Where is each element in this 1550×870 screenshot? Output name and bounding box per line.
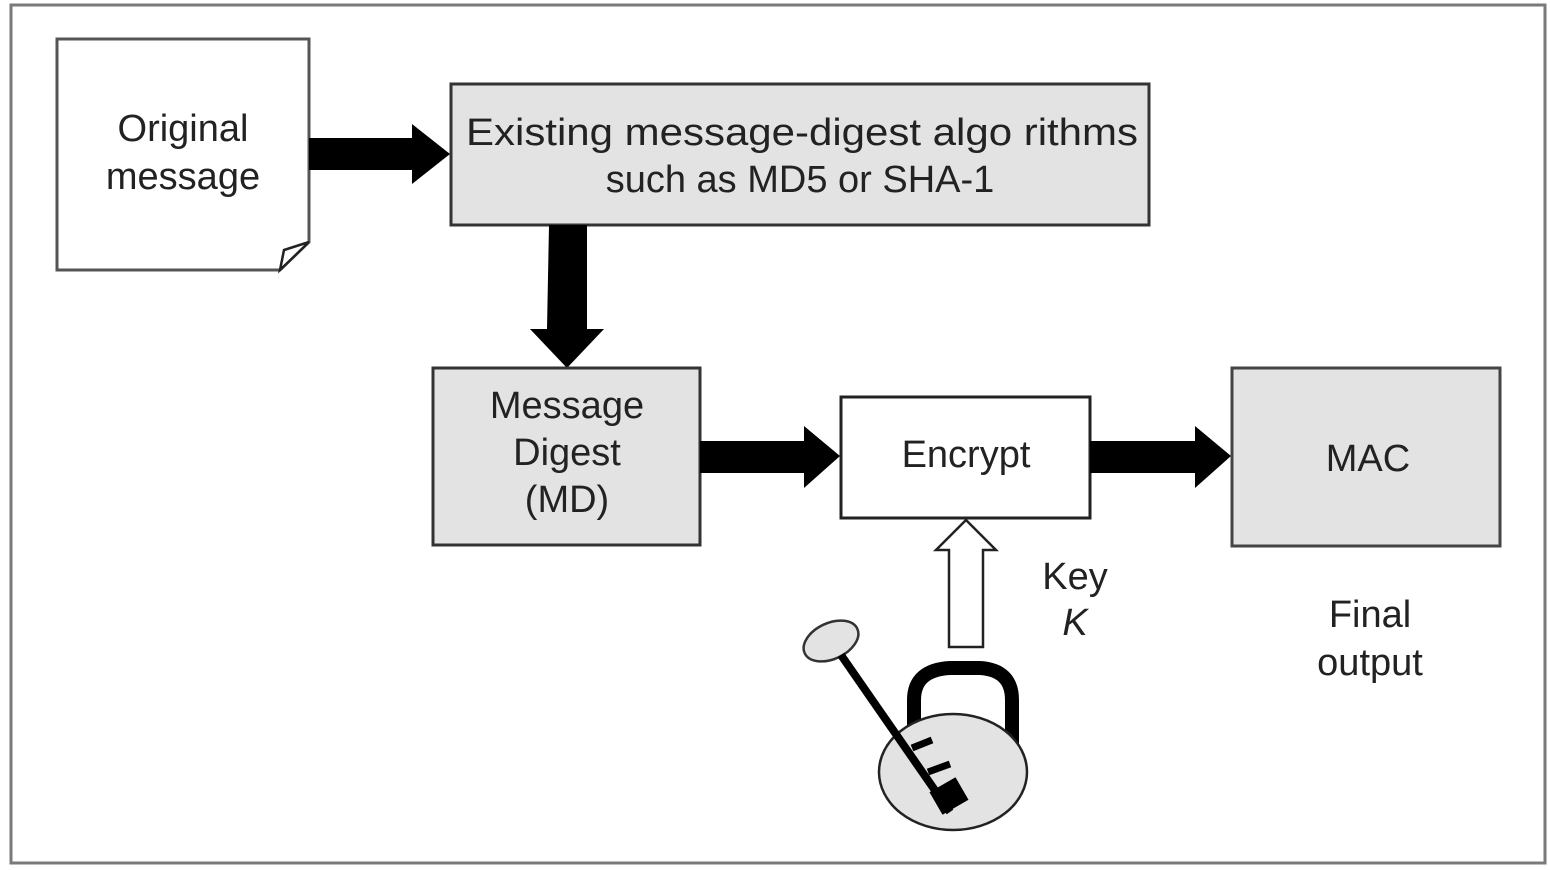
document-shape: [55, 37, 311, 272]
node-message-digest: Message Digest (MD): [431, 366, 702, 547]
message-digest-line2: Digest: [513, 432, 621, 474]
final-output-line2: output: [1317, 642, 1423, 684]
arrow-algorithm-to-digest: [530, 225, 604, 368]
digest-algorithm-box: [449, 82, 1151, 227]
key-label-line2: K: [1062, 602, 1089, 644]
original-message-line2: message: [106, 156, 260, 198]
mac-label: MAC: [1326, 438, 1410, 480]
key-shaft-icon: [837, 652, 954, 815]
encrypt-box: [839, 395, 1092, 520]
arrow-digest-to-encrypt: [700, 426, 840, 488]
digest-algorithm-line2: such as MD5 or SHA-1: [606, 159, 995, 201]
lock-and-key-icon: [802, 619, 1029, 832]
final-output-line1: Final: [1329, 594, 1411, 636]
node-mac: MAC: [1230, 366, 1502, 548]
key-tooth-icon: [910, 736, 934, 752]
original-message-line1: Original: [118, 108, 249, 150]
padlock-body-icon: [877, 712, 1029, 832]
key-bit-icon: [929, 777, 969, 815]
arrow-key-to-encrypt: [932, 518, 1000, 649]
node-original-message: Original message: [55, 37, 311, 274]
message-digest-line1: Message: [490, 385, 644, 427]
key-tooth-icon: [926, 760, 952, 776]
mac-box: [1230, 366, 1502, 548]
padlock-shackle-icon: [907, 661, 1019, 745]
encrypt-label: Encrypt: [902, 434, 1031, 476]
node-digest-algorithm: Existing message-digest algo rithms such…: [449, 82, 1151, 227]
folded-corner-icon: [277, 240, 310, 274]
message-digest-line3: (MD): [525, 479, 609, 521]
digest-algorithm-line1: Existing message-digest algo rithms: [466, 112, 1138, 154]
arrow-original-to-algorithm: [309, 124, 450, 184]
arrow-encrypt-to-mac: [1090, 426, 1231, 488]
key-label-line1: Key: [1042, 556, 1107, 598]
node-encrypt: Encrypt: [839, 395, 1092, 520]
